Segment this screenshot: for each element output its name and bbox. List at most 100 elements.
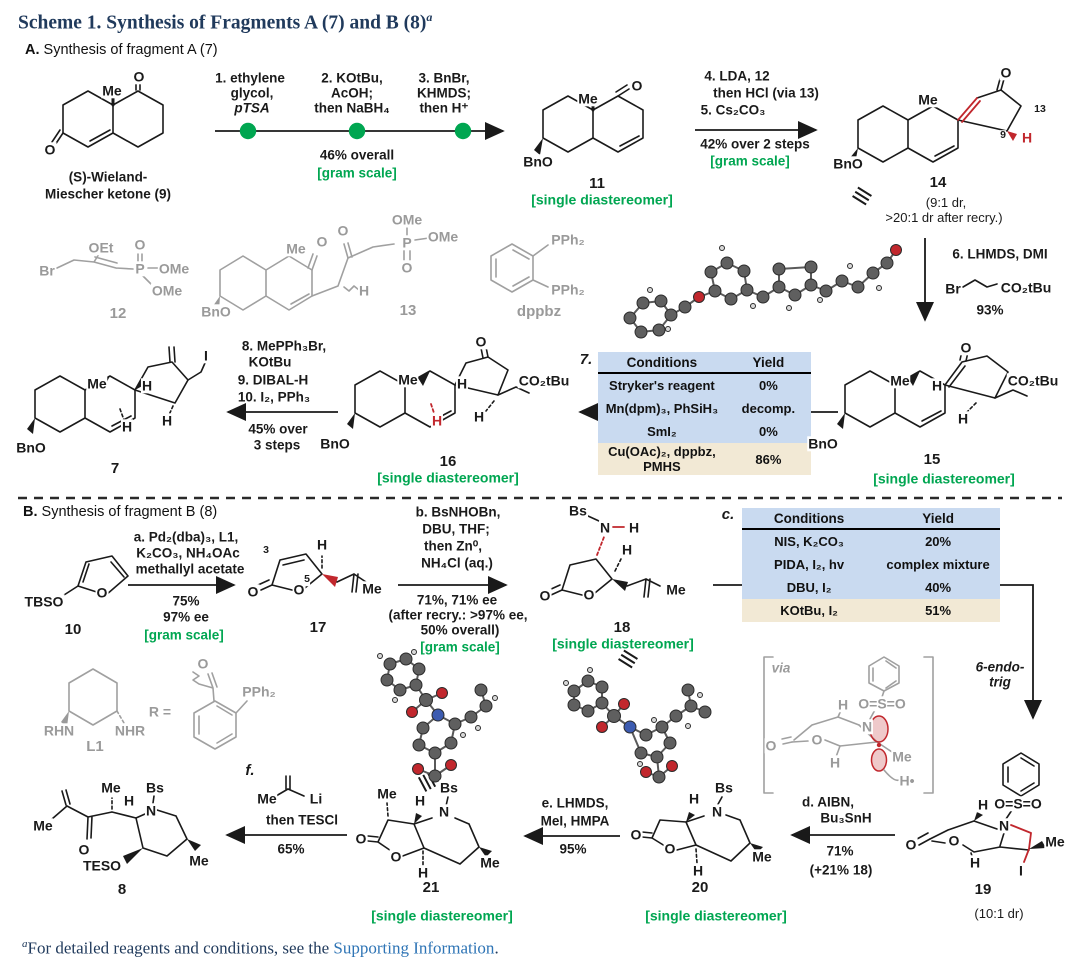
- atom-label: Br: [38, 262, 56, 279]
- dr-annotation: >20:1 dr after recry.): [885, 209, 1003, 225]
- atom-label: PPh₂: [550, 281, 586, 298]
- reagent-text: 3 steps: [253, 437, 301, 453]
- gram-scale-tag: [gram scale]: [144, 627, 224, 643]
- atom-label: H: [1020, 129, 1034, 146]
- condition-cell: Cu(OAc)₂, dppbz, PMHS: [608, 444, 716, 474]
- atom-label: CO₂tBu: [999, 279, 1053, 296]
- compound-11-structure: [534, 84, 644, 155]
- stereo-tag: [single diastereomer]: [371, 907, 513, 924]
- atom-label: I: [1018, 862, 1024, 879]
- atom-label: OMe: [150, 282, 184, 299]
- atom-label: H: [315, 536, 329, 553]
- atom-label: H: [968, 854, 982, 871]
- atom-label: Li: [308, 790, 324, 807]
- atom-label: H: [620, 541, 634, 558]
- reagent-text: 5. Cs₂CO₃: [700, 102, 766, 118]
- condition-cell: NIS, K₂CO₃: [774, 534, 844, 549]
- atom-label: Me: [285, 240, 307, 257]
- atom-label: Me: [889, 372, 911, 389]
- panel-b-letter: B.: [23, 504, 38, 520]
- atom-label: H: [416, 864, 430, 881]
- atom-label: PPh₂: [550, 231, 586, 248]
- atom-label: O: [764, 737, 778, 754]
- atom-label: O: [389, 848, 403, 865]
- reagent-text: then HCl (via 13): [713, 85, 819, 101]
- atom-label: H: [687, 790, 701, 807]
- atom-label: BnO: [807, 435, 839, 452]
- gram-scale-tag: [gram scale]: [317, 165, 397, 181]
- atom-label: O: [630, 77, 644, 94]
- atom-label: NHR: [113, 722, 147, 739]
- condition-cell: Mn(dpm)₃, PhSiH₃: [605, 401, 719, 416]
- gram-scale-tag: [gram scale]: [710, 153, 790, 169]
- scheme-title: Scheme 1. Synthesis of Fragments A (7) a…: [18, 10, 432, 35]
- atom-label: OMe: [157, 260, 191, 277]
- reagent-text: DBU, THF;: [422, 521, 490, 537]
- atom-label: H: [691, 862, 705, 879]
- reagent-text: K₂CO₃, NH₄OAc: [136, 545, 240, 561]
- table-c-col-conditions: Conditions: [773, 511, 845, 526]
- compound-number: 15: [923, 450, 941, 468]
- atom-label: Me: [891, 748, 913, 765]
- reagent-text: then Zn⁰,: [424, 538, 482, 554]
- stereo-tag: [single diastereomer]: [377, 469, 519, 486]
- atom-label: O: [77, 841, 91, 858]
- scheme-title-footnote-marker: a: [426, 10, 433, 24]
- compound-number: 7.: [579, 350, 593, 368]
- supporting-information-link[interactable]: Supporting Information: [333, 938, 495, 958]
- reagent-text: 4. LDA, 12: [704, 68, 770, 84]
- locant-label: 5: [304, 573, 310, 586]
- compound-20-structure: [641, 796, 763, 864]
- atom-label: I: [203, 347, 209, 364]
- atom-label: BnO: [832, 155, 864, 172]
- reagent-text: a. Pd₂(dba)₃, L1,: [133, 529, 239, 545]
- compound-number: 7: [110, 459, 120, 477]
- atom-label: O: [246, 583, 260, 600]
- compound-number: 13: [399, 301, 417, 319]
- atom-label: Br: [944, 280, 962, 297]
- atom-label: N: [437, 803, 451, 820]
- reagent-text: e. LHMDS,: [541, 795, 609, 811]
- panel-b-label: B. Synthesis of fragment B (8): [23, 504, 217, 520]
- bromoacetate-reagent-structure: [962, 279, 998, 288]
- yield-cell: 40%: [925, 580, 952, 595]
- atom-label: H: [956, 410, 970, 427]
- compound-number: 8: [117, 880, 127, 898]
- reagent-text: trig: [989, 674, 1011, 690]
- atom-label: Me: [376, 785, 398, 802]
- atom-label: BnO: [319, 435, 351, 452]
- atom-label: H: [627, 519, 641, 536]
- atom-label: H: [836, 696, 850, 713]
- reagent-text: AcOH;: [330, 85, 374, 101]
- atom-label: O: [196, 655, 210, 672]
- reagent-text: 95%: [559, 841, 587, 857]
- atom-label: O: [959, 339, 973, 356]
- gram-scale-tag: [gram scale]: [420, 639, 500, 655]
- compound-17-structure: [257, 553, 367, 593]
- reagent-text: (+21% 18): [809, 862, 873, 878]
- reagent-text: 50% overall): [420, 622, 500, 638]
- atom-label: O: [663, 840, 677, 857]
- reagent-text: 9. DIBAL-H: [237, 372, 309, 388]
- reagent-text: 1. ethylene: [215, 70, 285, 86]
- atom-label: Me: [1044, 833, 1066, 850]
- reagent-text: Bu₃SnH: [820, 810, 872, 826]
- atom-label: BnO: [15, 439, 47, 456]
- atom-label: O: [132, 68, 146, 85]
- atom-label: R =: [147, 703, 173, 720]
- reagent-text: then H⁺: [419, 100, 469, 116]
- dppbz-structure: [490, 243, 549, 293]
- atom-label: H: [976, 796, 990, 813]
- yield-cell: complex mixture: [886, 557, 990, 572]
- reagent-text: glycol,: [230, 85, 274, 101]
- panel-a-letter: A.: [25, 42, 40, 58]
- atom-label: H: [160, 412, 174, 429]
- compound-15-structure: [837, 350, 1028, 429]
- atom-label: BnO: [200, 303, 232, 320]
- atom-label: O: [292, 581, 306, 598]
